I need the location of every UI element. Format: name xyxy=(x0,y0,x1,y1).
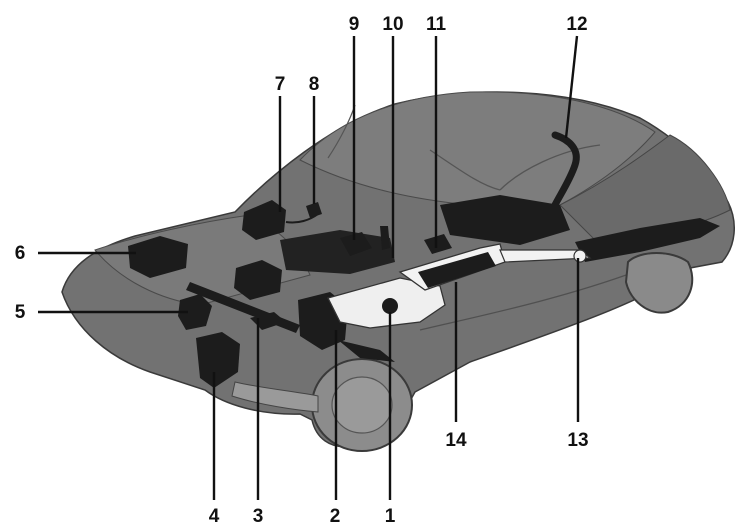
callout-9: 9 xyxy=(349,14,360,35)
callout-1: 1 xyxy=(385,506,396,525)
callout-2: 2 xyxy=(330,506,341,525)
callout-5: 5 xyxy=(15,302,26,323)
callout-6: 6 xyxy=(15,243,26,264)
callout-4: 4 xyxy=(209,506,220,525)
callout-7: 7 xyxy=(275,74,286,95)
component-13-hanger xyxy=(574,250,586,262)
callout-11: 11 xyxy=(426,14,447,35)
component-1-sensor xyxy=(382,298,398,314)
callout-10: 10 xyxy=(382,14,403,35)
callout-14: 14 xyxy=(445,430,467,451)
front-wheel-hub xyxy=(332,377,392,433)
callout-12: 12 xyxy=(566,14,587,35)
callout-13: 13 xyxy=(567,430,588,451)
rear-wheel xyxy=(626,253,692,313)
callout-3: 3 xyxy=(253,506,264,525)
callout-8: 8 xyxy=(309,74,320,95)
